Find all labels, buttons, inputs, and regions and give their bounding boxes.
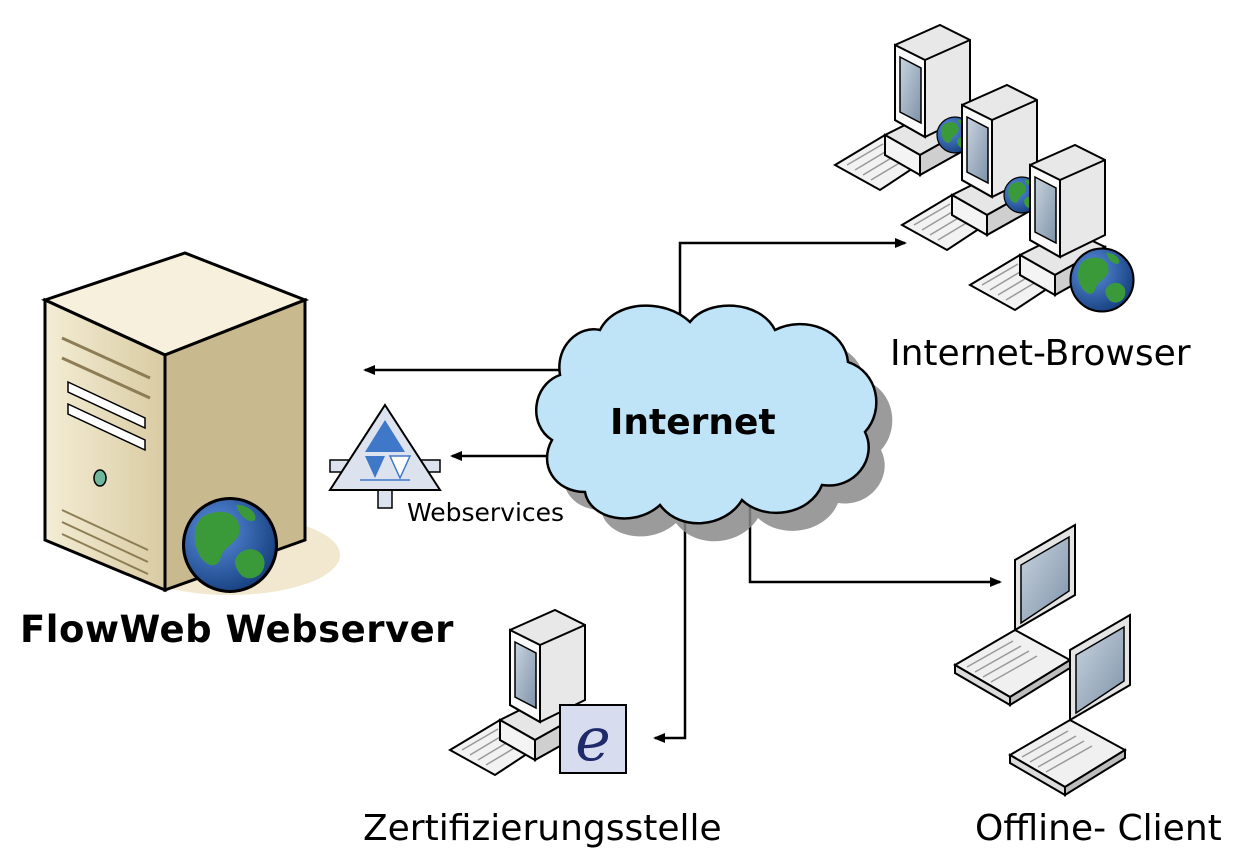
certification-computer: e (449, 609, 627, 776)
internet-label: Internet (610, 402, 776, 443)
connector-browser (678, 238, 907, 340)
offline-client-label: Offline- Client (975, 808, 1222, 849)
desktop-computer-icon (834, 24, 971, 191)
connector-certification (653, 456, 687, 743)
e-badge-icon: e (559, 704, 627, 775)
globe-icon (1069, 247, 1135, 313)
webservices-label: Webservices (407, 498, 565, 527)
browser-label: Internet-Browser (890, 333, 1191, 374)
globe-icon (181, 496, 279, 594)
offline-laptops (954, 524, 1131, 796)
certification-label: Zertifizierungsstelle (363, 808, 722, 849)
server-tower-icon (40, 251, 340, 595)
cloud-icon (535, 304, 893, 542)
server-label: FlowWeb Webserver (20, 608, 454, 651)
svg-text:e: e (575, 705, 611, 775)
browser-computers (834, 24, 1135, 313)
laptop-icon (954, 524, 1076, 706)
webservices-triangle-icon (328, 403, 442, 509)
